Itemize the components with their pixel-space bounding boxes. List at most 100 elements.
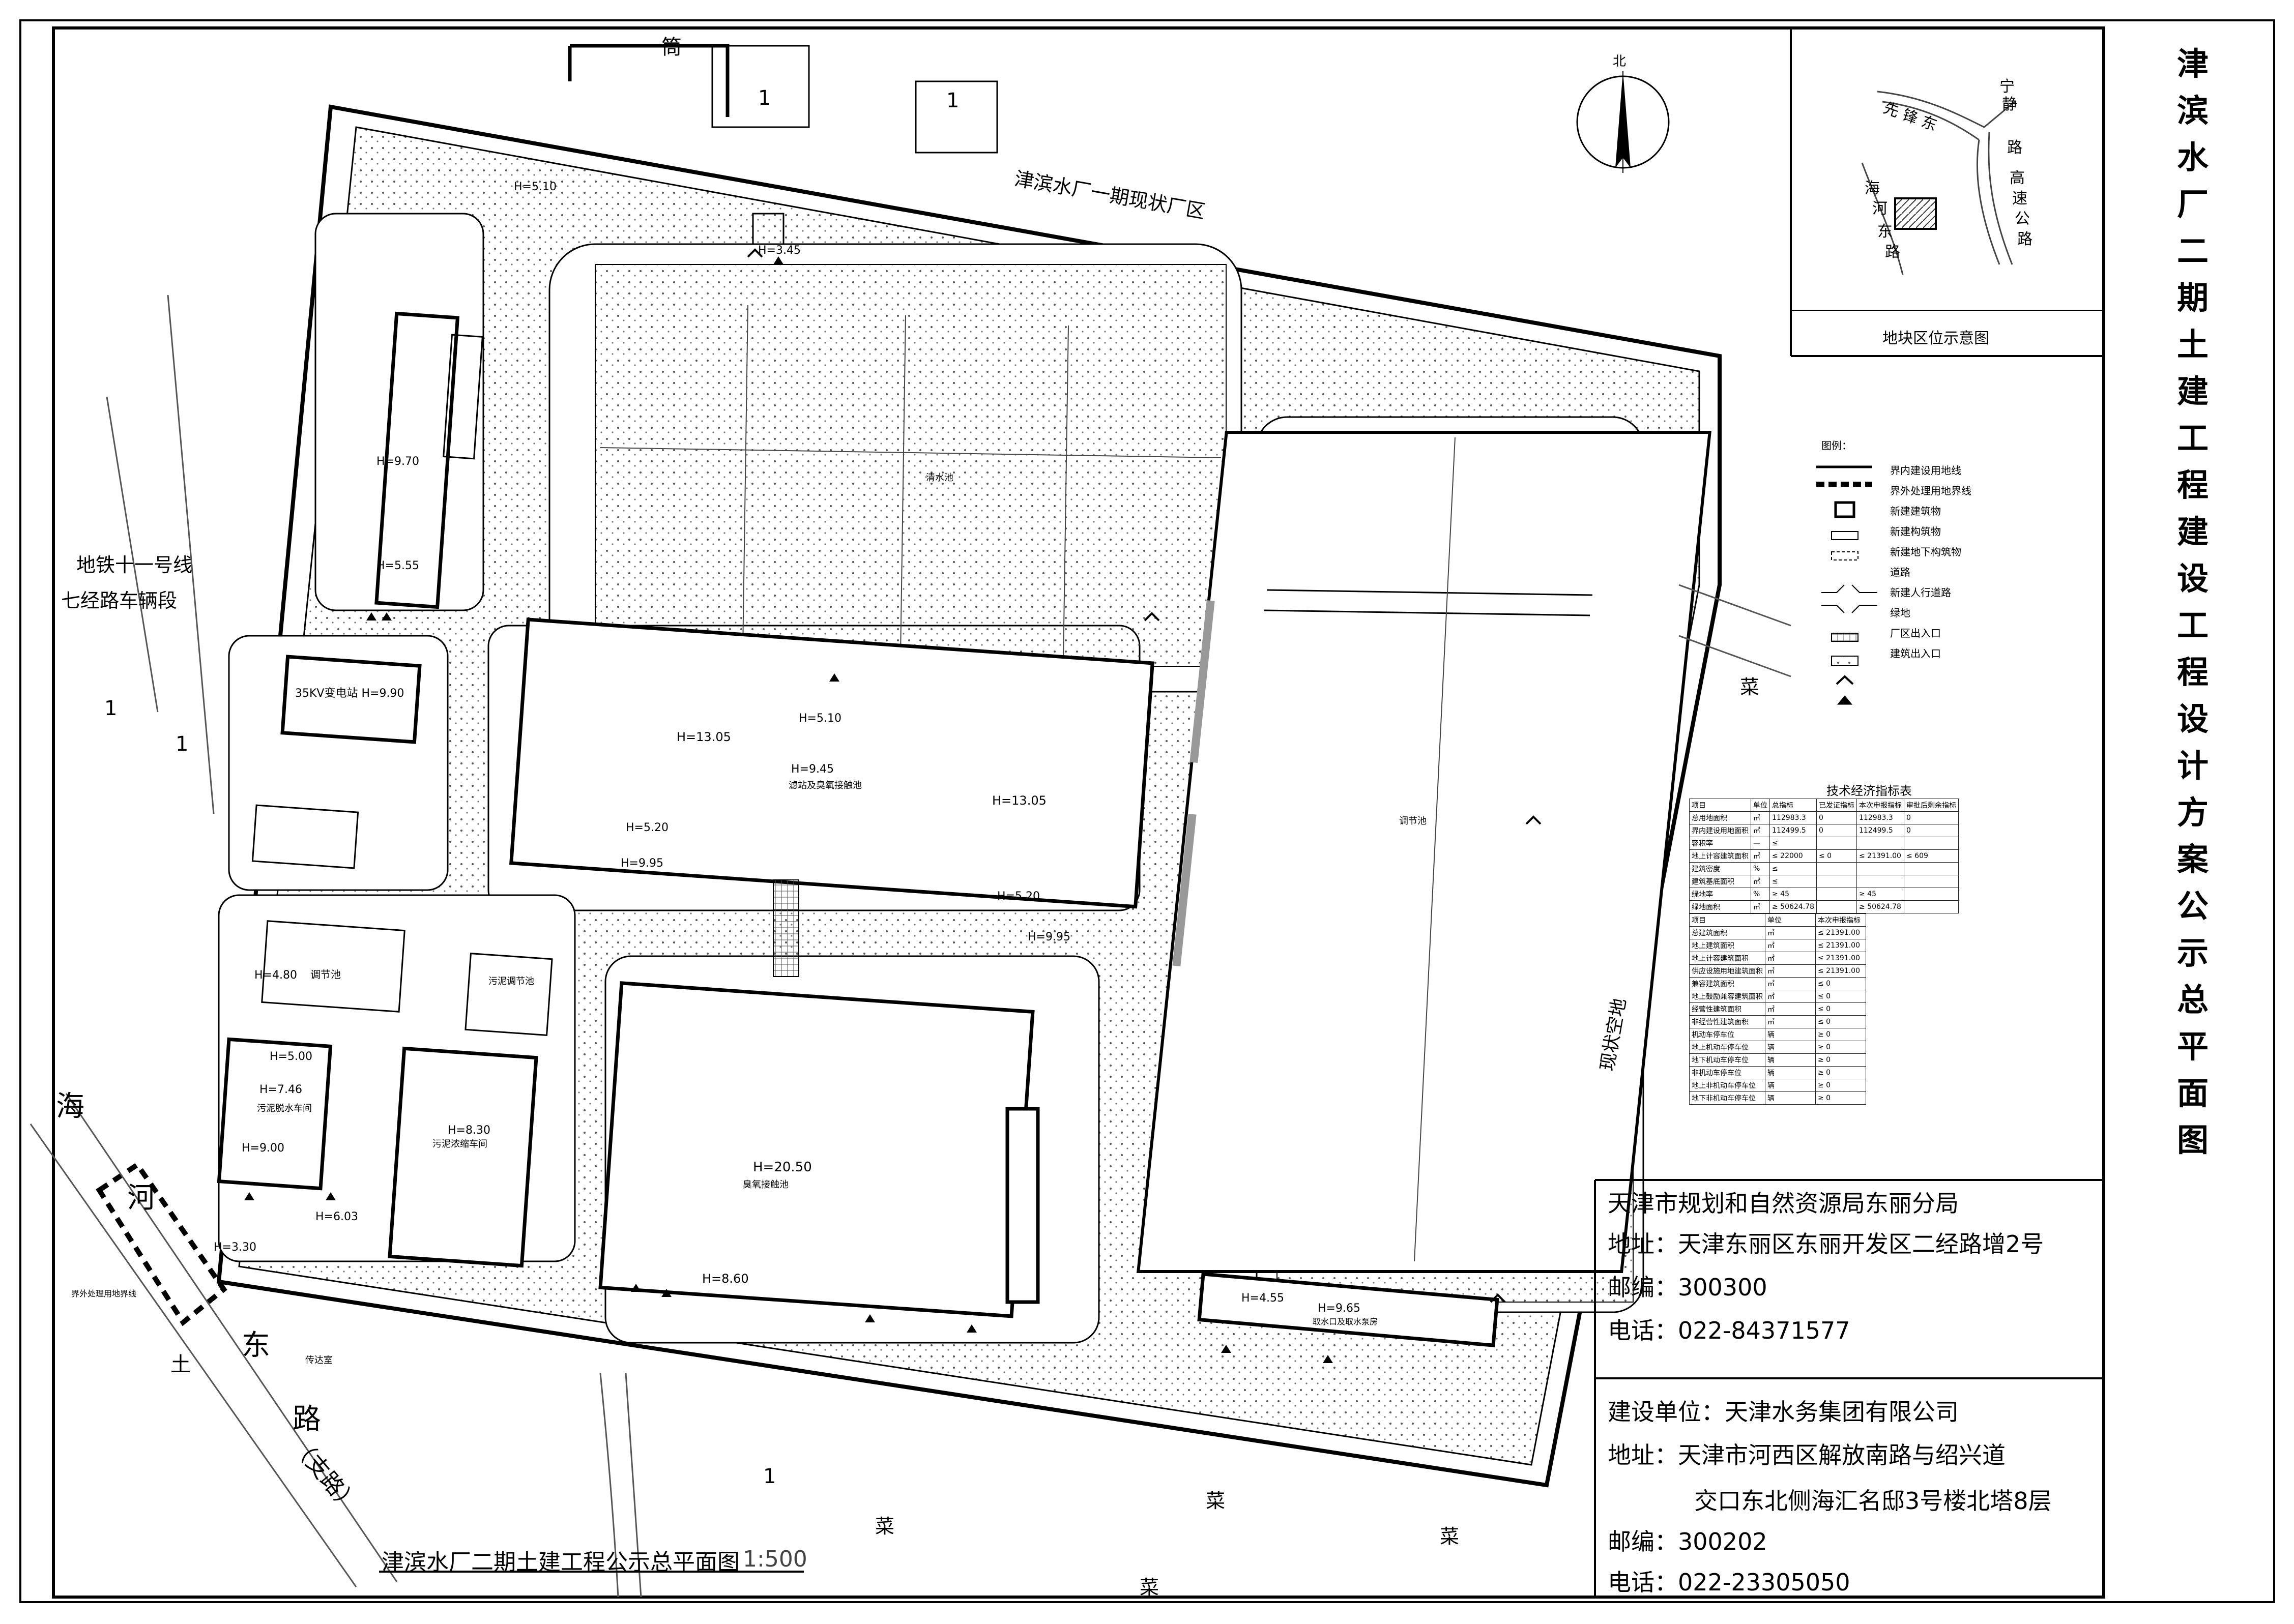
sheet-title-char: 程 <box>2176 466 2209 504</box>
table-cell: ≤ 0 <box>1815 977 1866 990</box>
table-cell: 112499.5 <box>1769 824 1817 837</box>
h-830: H=8.30 <box>448 1124 490 1137</box>
label-ozone: 臭氧接触池 <box>743 1179 789 1190</box>
table-cell <box>1856 837 1904 850</box>
table-cell: ≤ <box>1769 837 1817 850</box>
h-1305b: H=13.05 <box>992 793 1047 808</box>
h-480: H=4.80 <box>254 969 297 982</box>
svg-text:宁: 宁 <box>1999 78 2015 96</box>
north-arrow-icon <box>1576 71 1670 173</box>
table-cell: ㎡ <box>1765 939 1816 952</box>
table-cell: ≥ 0 <box>1815 1066 1866 1079</box>
table-cell: ≤ 0 <box>1816 849 1857 863</box>
label-filter: 滤站及臭氧接触池 <box>789 780 862 791</box>
table-header-cell: 项目 <box>1689 913 1765 927</box>
sheet-title-char: 滨 <box>2176 92 2209 129</box>
table-header-cell: 单位 <box>1765 913 1816 927</box>
table-row: 地上非机动车停车位辆≥ 0 <box>1689 1079 1866 1092</box>
table-cell: — <box>1751 837 1770 850</box>
table-row: 容积率—≤ <box>1689 837 1959 850</box>
label-one-b: 1 <box>946 89 960 112</box>
table-cell: ≥ 50624.78 <box>1856 900 1904 913</box>
sheet-title-char: 方 <box>2176 794 2209 831</box>
table-cell: 辆 <box>1765 1053 1816 1067</box>
svg-text:海: 海 <box>1865 180 1880 197</box>
table-row: 地下机动车停车位辆≥ 0 <box>1689 1053 1866 1067</box>
table-cell: 辆 <box>1765 1066 1816 1079</box>
h-995b: H=9.95 <box>1028 931 1070 943</box>
table-cell: ≤ 21391.00 <box>1856 849 1904 863</box>
legend-item-solid-line-icon: 界内建设用地线 <box>1890 464 1961 477</box>
label-cai-4: 菜 <box>1140 1576 1159 1599</box>
table-header-cell: 本次申报指标 <box>1815 913 1866 927</box>
table-cell: 112983.3 <box>1856 811 1904 824</box>
table-cell <box>1903 888 1959 901</box>
table-row: 地上机动车停车位辆≥ 0 <box>1689 1041 1866 1054</box>
table-cell: 建筑密度 <box>1689 862 1751 875</box>
intake-pump-house <box>1197 1272 1499 1347</box>
table-cell: 地上鼓励兼容建筑面积 <box>1689 990 1765 1003</box>
sludge-dewater-house <box>217 1037 333 1191</box>
sheet-title-char: 程 <box>2176 654 2209 691</box>
table-header-cell: 项目 <box>1689 799 1751 812</box>
table-cell: ≤ 21391.00 <box>1815 926 1866 939</box>
label-dong: 东 <box>242 1329 270 1362</box>
legend-item-new-structure-icon: 新建构筑物 <box>1890 525 1941 538</box>
label-cai-3: 菜 <box>1440 1525 1460 1548</box>
sheet-title-char: 期 <box>2176 279 2209 316</box>
label-he: 河 <box>127 1182 156 1215</box>
table-cell: 辆 <box>1765 1041 1816 1054</box>
legend-item-sidewalk-icon: 新建人行道路 <box>1890 586 1951 599</box>
h-520a: H=5.20 <box>626 821 669 834</box>
svg-text:路: 路 <box>1885 243 1900 261</box>
table-cell: ㎡ <box>1765 952 1816 965</box>
table-cell: 地上计容建筑面积 <box>1689 849 1751 863</box>
label-cai-2: 菜 <box>1206 1490 1226 1512</box>
label-one-w2: 1 <box>176 732 189 756</box>
table-header-cell: 本次申报指标 <box>1856 799 1904 812</box>
table-cell: 界内建设用地面积 <box>1689 824 1751 837</box>
table-cell <box>1816 875 1857 888</box>
table-cell <box>1816 888 1857 901</box>
label-clear-basin: 清水池 <box>926 473 953 483</box>
h-510b: H=5.10 <box>514 181 557 193</box>
builder-address1: 地址：天津市河西区解放南路与绍兴道 <box>1608 1441 2006 1469</box>
table-cell <box>1903 900 1959 913</box>
ozone-contact-building <box>598 981 1035 1318</box>
label-tu: 土 <box>170 1353 191 1376</box>
label-cai-1: 菜 <box>1740 676 1760 698</box>
table-cell: 机动车停车位 <box>1689 1028 1765 1041</box>
label-depot: 七经路车辆段 <box>61 589 178 612</box>
table-row: 机动车停车位辆≥ 0 <box>1689 1028 1866 1041</box>
table-cell: ㎡ <box>1765 1002 1816 1016</box>
table-cell: % <box>1751 888 1770 901</box>
h-965: H=9.65 <box>1318 1302 1360 1315</box>
table-cell <box>1856 862 1904 875</box>
builder-phone: 电话：022-23305050 <box>1608 1569 1850 1596</box>
outer-frame <box>19 19 2275 1603</box>
label-one-s: 1 <box>763 1465 776 1488</box>
table-header-cell: 审批后剩余指标 <box>1903 799 1959 812</box>
table-header-cell: 总指标 <box>1769 799 1817 812</box>
h-500: H=5.00 <box>270 1050 312 1063</box>
authority-phone: 电话：022-84371577 <box>1608 1317 1850 1344</box>
table-cell <box>1816 837 1857 850</box>
label-boundary-out: 界外处理用地界线 <box>71 1289 137 1298</box>
sheet-title-char: 建 <box>2176 513 2209 550</box>
sheet-title-char: 设 <box>2176 560 2209 597</box>
authority-postcode: 邮编：300300 <box>1608 1274 1767 1301</box>
table-cell: 0 <box>1816 824 1857 837</box>
h-345: H=3.45 <box>758 244 801 257</box>
table-cell: 112983.3 <box>1769 811 1817 824</box>
legend-item-site-entrance-icon: 厂区出入口 <box>1890 627 1941 639</box>
sheet-title-char: 设 <box>2176 700 2209 737</box>
table-cell: 地上建筑面积 <box>1689 939 1765 952</box>
legend-item-new-building-icon: 新建建筑物 <box>1890 505 1941 517</box>
legend-item-underground-structure-icon: 新建地下构筑物 <box>1890 546 1961 558</box>
table-cell <box>1816 900 1857 913</box>
table-cell: 供应设施用地建筑面积 <box>1689 964 1765 978</box>
